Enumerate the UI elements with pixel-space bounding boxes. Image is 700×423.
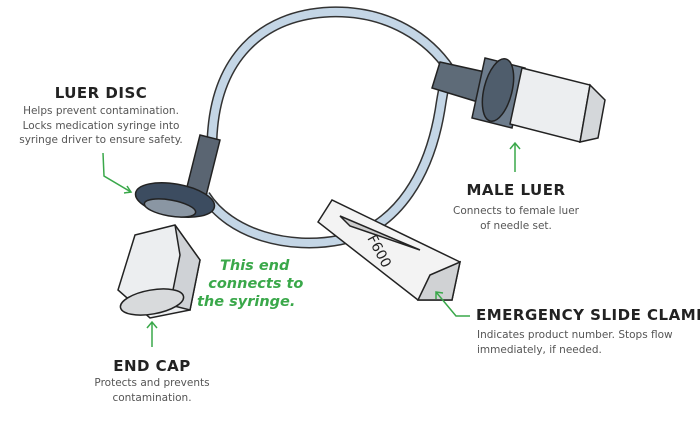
tubing: [200, 6, 455, 249]
male-luer-description: Connects to female luer of needle set.: [453, 204, 579, 233]
desc-line: Locks medication syringe into: [22, 119, 180, 132]
clamp-description: Indicates product number. Stops flow imm…: [477, 328, 673, 357]
note-line: the syringe.: [197, 294, 296, 310]
desc-line: Indicates product number. Stops flow: [477, 329, 673, 341]
male-luer-illustration: [431, 57, 606, 143]
desc-line: of needle set.: [480, 219, 552, 232]
end-cap-arrow: [146, 320, 158, 347]
end-cap-title: END CAP: [113, 357, 191, 375]
end-cap-illustration: [117, 224, 201, 319]
callout-arrows: [102, 141, 521, 347]
desc-line: Protects and prevents: [94, 377, 210, 389]
desc-line: immediately, if needed.: [477, 343, 602, 356]
desc-line: syringe driver to ensure safety.: [19, 134, 183, 146]
luer-disc-illustration: [134, 134, 221, 218]
male-luer-title: MALE LUER: [466, 181, 566, 199]
clamp-arrow: [435, 291, 470, 317]
syringe-note: This end connects to the syringe.: [197, 257, 304, 311]
luer-disc-title: LUER DISC: [54, 84, 148, 102]
note-line: connects to: [208, 276, 304, 292]
desc-line: contamination.: [112, 391, 192, 404]
desc-line: Connects to female luer: [453, 205, 579, 217]
end-cap-description: Protects and prevents contamination.: [94, 376, 209, 405]
clamp-title: EMERGENCY SLIDE CLAMP: [476, 306, 700, 324]
luer-disc-arrow: [102, 152, 132, 193]
note-line: This end: [219, 258, 290, 274]
desc-line: Helps prevent contamination.: [23, 105, 179, 117]
male-luer-arrow: [509, 141, 521, 172]
luer-disc-description: Helps prevent contamination. Locks medic…: [19, 104, 183, 148]
luer-disc-arrowhead: [123, 185, 133, 194]
